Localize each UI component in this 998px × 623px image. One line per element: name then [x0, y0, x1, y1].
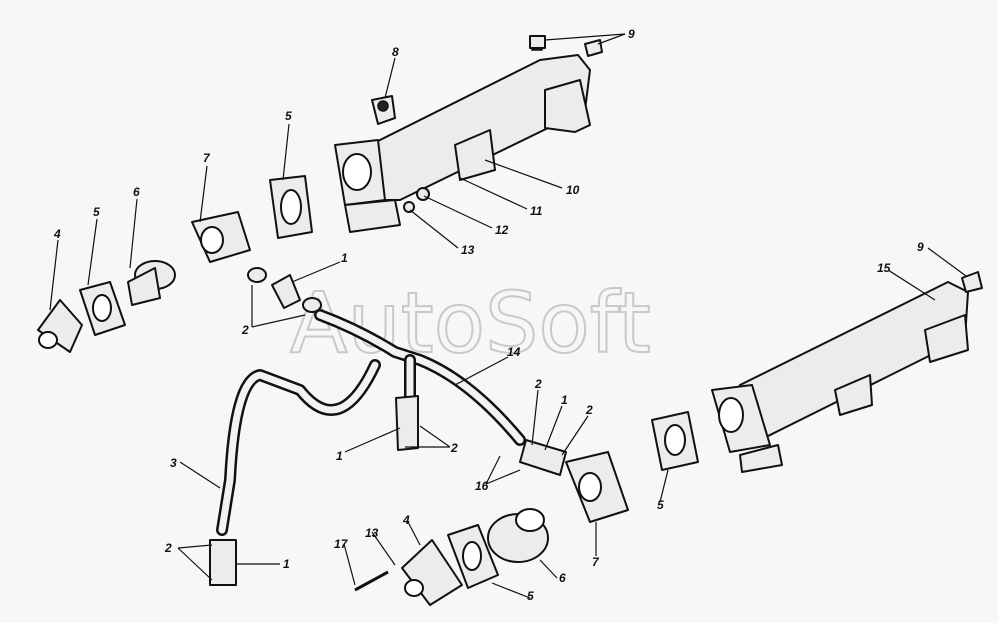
- thermostat-lower: [487, 508, 549, 563]
- callout-12: 12: [495, 223, 509, 237]
- gasket-right: [651, 411, 699, 471]
- callout-7: 7: [203, 151, 211, 165]
- bypass-tube: [209, 359, 381, 586]
- leader-lines: [49, 33, 967, 599]
- gasket-lower: [447, 524, 499, 589]
- callout-1: 1: [336, 449, 343, 463]
- callout-2: 2: [450, 441, 458, 455]
- callout-2: 2: [534, 377, 542, 391]
- callout-1: 1: [283, 557, 290, 571]
- union-fitting-right: [961, 271, 983, 293]
- bolt: [354, 570, 389, 592]
- upper-intake-manifold: [334, 37, 591, 233]
- callout-10: 10: [566, 183, 580, 197]
- pipe-cover-lower: [401, 539, 463, 606]
- union-fittings: [529, 35, 603, 57]
- thermostat-upper: [127, 260, 176, 306]
- callout-1: 1: [341, 251, 348, 265]
- callout-5: 5: [285, 109, 292, 123]
- callout-15: 15: [877, 261, 891, 275]
- callout-13: 13: [461, 243, 475, 257]
- callout-9: 9: [628, 27, 635, 41]
- callout-2: 2: [585, 403, 593, 417]
- water-pipe-tee: [314, 309, 526, 451]
- callout-2: 2: [241, 323, 249, 337]
- callout-4: 4: [402, 513, 410, 527]
- thermostat-housing-lower: [565, 451, 629, 523]
- callout-6: 6: [559, 571, 566, 585]
- lower-intake-manifold: [711, 281, 969, 473]
- callout-2: 2: [164, 541, 172, 555]
- callout-11: 11: [530, 204, 543, 218]
- callout-numbers: 8 9 10 11 12 13 5 7 6 5 4 1 2 14 2 1 2 3…: [53, 27, 924, 603]
- pipe-cover-left: [37, 299, 83, 353]
- callout-8: 8: [392, 45, 399, 59]
- callout-7: 7: [592, 555, 600, 569]
- callout-9: 9: [917, 240, 924, 254]
- callout-17: 17: [334, 537, 349, 551]
- callout-16: 16: [475, 479, 489, 493]
- callout-13: 13: [365, 526, 379, 540]
- callout-14: 14: [507, 345, 521, 359]
- callout-5: 5: [657, 498, 664, 512]
- callout-4: 4: [53, 227, 61, 241]
- air-valve-fitting: [371, 95, 396, 125]
- gasket-upper: [269, 175, 313, 239]
- callout-3: 3: [170, 456, 177, 470]
- callout-5: 5: [527, 589, 534, 603]
- callout-6: 6: [133, 185, 140, 199]
- hose-upper: [247, 267, 322, 313]
- thermostat-housing-upper: [191, 211, 251, 263]
- callout-5: 5: [93, 205, 100, 219]
- hose-lower-right: [519, 439, 567, 476]
- gasket-left: [79, 281, 126, 336]
- callout-1: 1: [561, 393, 568, 407]
